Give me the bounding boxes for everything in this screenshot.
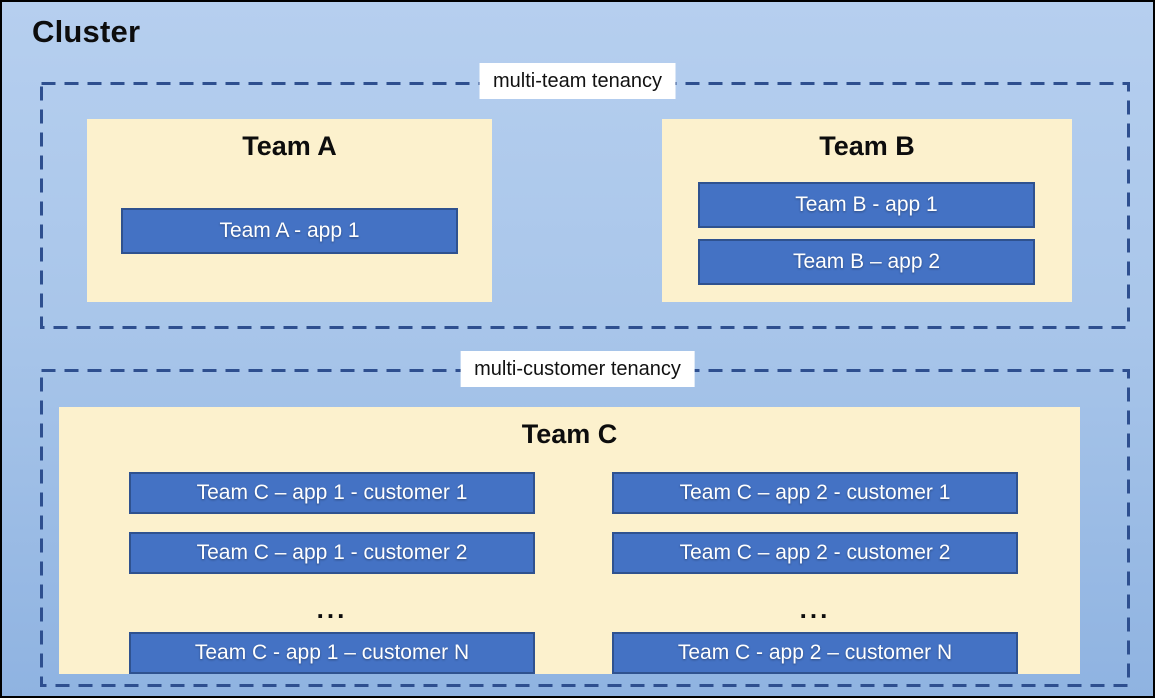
team-c-app1-customer2-box: Team C – app 1 - customer 2 — [129, 532, 535, 574]
cluster-title: Cluster — [32, 14, 141, 49]
team-a-title: Team A — [242, 131, 337, 161]
team-b-title: Team B — [819, 131, 915, 161]
dashed-border — [40, 82, 1130, 329]
team-c-app2-customerN-box: Team C - app 2 – customer N — [612, 632, 1018, 674]
ellipsis: ... — [799, 594, 831, 624]
team-c-app2-customer1-box: Team C – app 2 - customer 1 — [612, 472, 1018, 514]
multi-team-tenancy-label: multi-team tenancy — [479, 63, 676, 99]
team-b-app1-box: Team B - app 1 — [698, 182, 1035, 228]
ellipsis: ... — [316, 594, 348, 624]
team-c-app1-customer1-box: Team C – app 1 - customer 1 — [129, 472, 535, 514]
team-a-box: Team A Team A - app 1 — [87, 119, 492, 302]
team-c-app1-column: Team C – app 1 - customer 1 Team C – app… — [129, 472, 535, 692]
team-c-title: Team C — [521, 419, 618, 449]
team-c-app2-column: Team C – app 2 - customer 1 Team C – app… — [612, 472, 1018, 692]
team-b-box: Team B Team B - app 1 Team B – app 2 — [662, 119, 1072, 302]
team-c-app1-customerN-box: Team C - app 1 – customer N — [129, 632, 535, 674]
multi-team-tenancy-region — [40, 82, 1130, 329]
team-c-box: Team C Team C – app 1 - customer 1 Team … — [59, 407, 1080, 674]
team-c-app2-customer2-box: Team C – app 2 - customer 2 — [612, 532, 1018, 574]
team-b-app2-box: Team B – app 2 — [698, 239, 1035, 285]
team-a-app1-box: Team A - app 1 — [121, 208, 458, 254]
dashed-border — [40, 369, 1130, 687]
multi-customer-tenancy-region — [40, 369, 1130, 687]
multi-customer-tenancy-label: multi-customer tenancy — [460, 351, 695, 387]
